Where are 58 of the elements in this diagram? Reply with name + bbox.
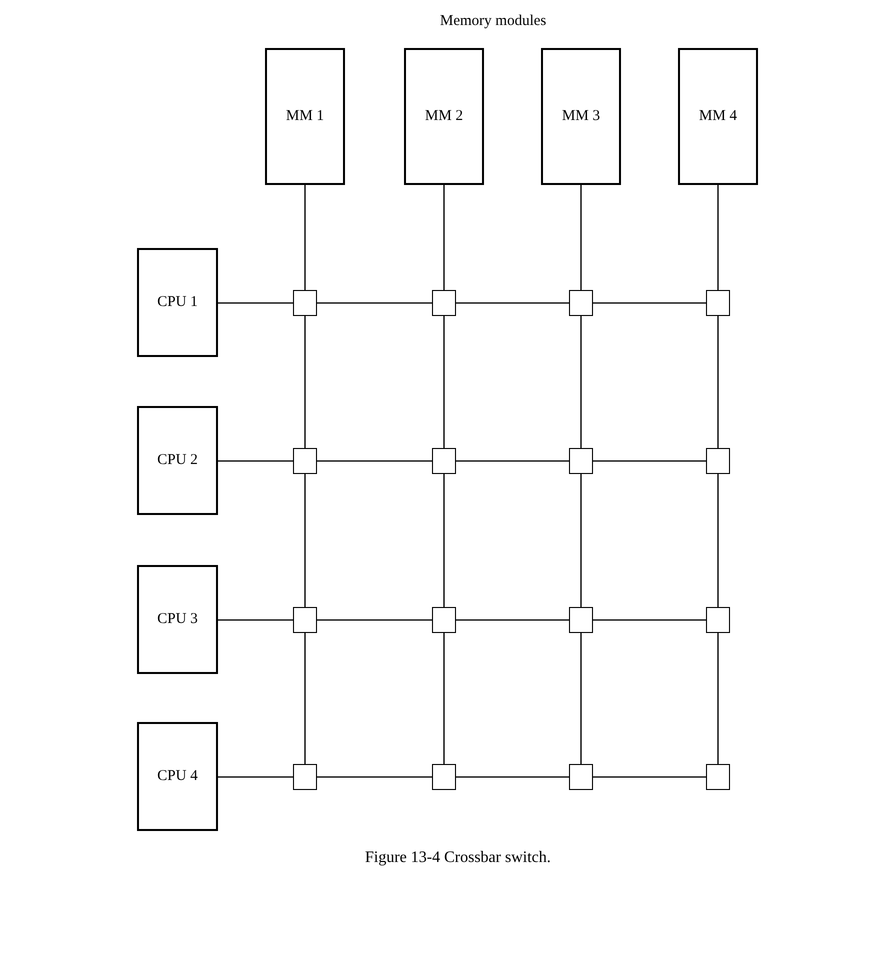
connector-line — [218, 619, 293, 621]
connector-line — [456, 302, 569, 304]
connector-line — [580, 185, 582, 290]
connector-line — [456, 619, 569, 621]
connector-line — [304, 474, 306, 607]
connector-line — [304, 633, 306, 764]
connector-line — [717, 185, 719, 290]
memory-module-box: MM 3 — [541, 48, 621, 185]
crosspoint-switch — [293, 607, 317, 633]
crosspoint-switch — [432, 290, 456, 316]
crosspoint-switch — [569, 448, 593, 474]
connector-line — [580, 633, 582, 764]
connector-line — [317, 460, 432, 462]
crosspoint-switch — [569, 607, 593, 633]
connector-line — [443, 474, 445, 607]
crosspoint-switch — [569, 764, 593, 790]
connector-line — [304, 185, 306, 290]
connector-line — [218, 776, 293, 778]
cpu-box: CPU 3 — [137, 565, 218, 674]
connector-line — [317, 619, 432, 621]
crosspoint-switch — [432, 607, 456, 633]
connector-line — [218, 302, 293, 304]
crosspoint-switch — [293, 290, 317, 316]
crosspoint-switch — [706, 764, 730, 790]
connector-line — [317, 302, 432, 304]
cpu-box: CPU 2 — [137, 406, 218, 515]
connector-line — [593, 619, 706, 621]
connector-line — [593, 302, 706, 304]
connector-line — [443, 185, 445, 290]
connector-line — [717, 633, 719, 764]
figure-caption: Figure 13-4 Crossbar switch. — [365, 848, 551, 868]
connector-line — [304, 316, 306, 448]
crosspoint-switch — [706, 607, 730, 633]
connector-line — [443, 633, 445, 764]
connector-line — [317, 776, 432, 778]
connector-line — [717, 474, 719, 607]
connector-line — [443, 316, 445, 448]
memory-module-box: MM 2 — [404, 48, 484, 185]
group-heading: Memory modules — [440, 12, 546, 31]
crosspoint-switch — [293, 448, 317, 474]
connector-line — [593, 776, 706, 778]
connector-line — [580, 474, 582, 607]
connector-line — [593, 460, 706, 462]
memory-module-box: MM 4 — [678, 48, 758, 185]
connector-line — [218, 460, 293, 462]
crosspoint-switch — [706, 290, 730, 316]
memory-module-box: MM 1 — [265, 48, 345, 185]
crosspoint-switch — [293, 764, 317, 790]
cpu-box: CPU 4 — [137, 722, 218, 831]
connector-line — [456, 460, 569, 462]
crosspoint-switch — [432, 448, 456, 474]
connector-line — [456, 776, 569, 778]
crosspoint-switch — [432, 764, 456, 790]
connector-line — [717, 316, 719, 448]
crosspoint-switch — [706, 448, 730, 474]
cpu-box: CPU 1 — [137, 248, 218, 357]
crosspoint-switch — [569, 290, 593, 316]
connector-line — [580, 316, 582, 448]
